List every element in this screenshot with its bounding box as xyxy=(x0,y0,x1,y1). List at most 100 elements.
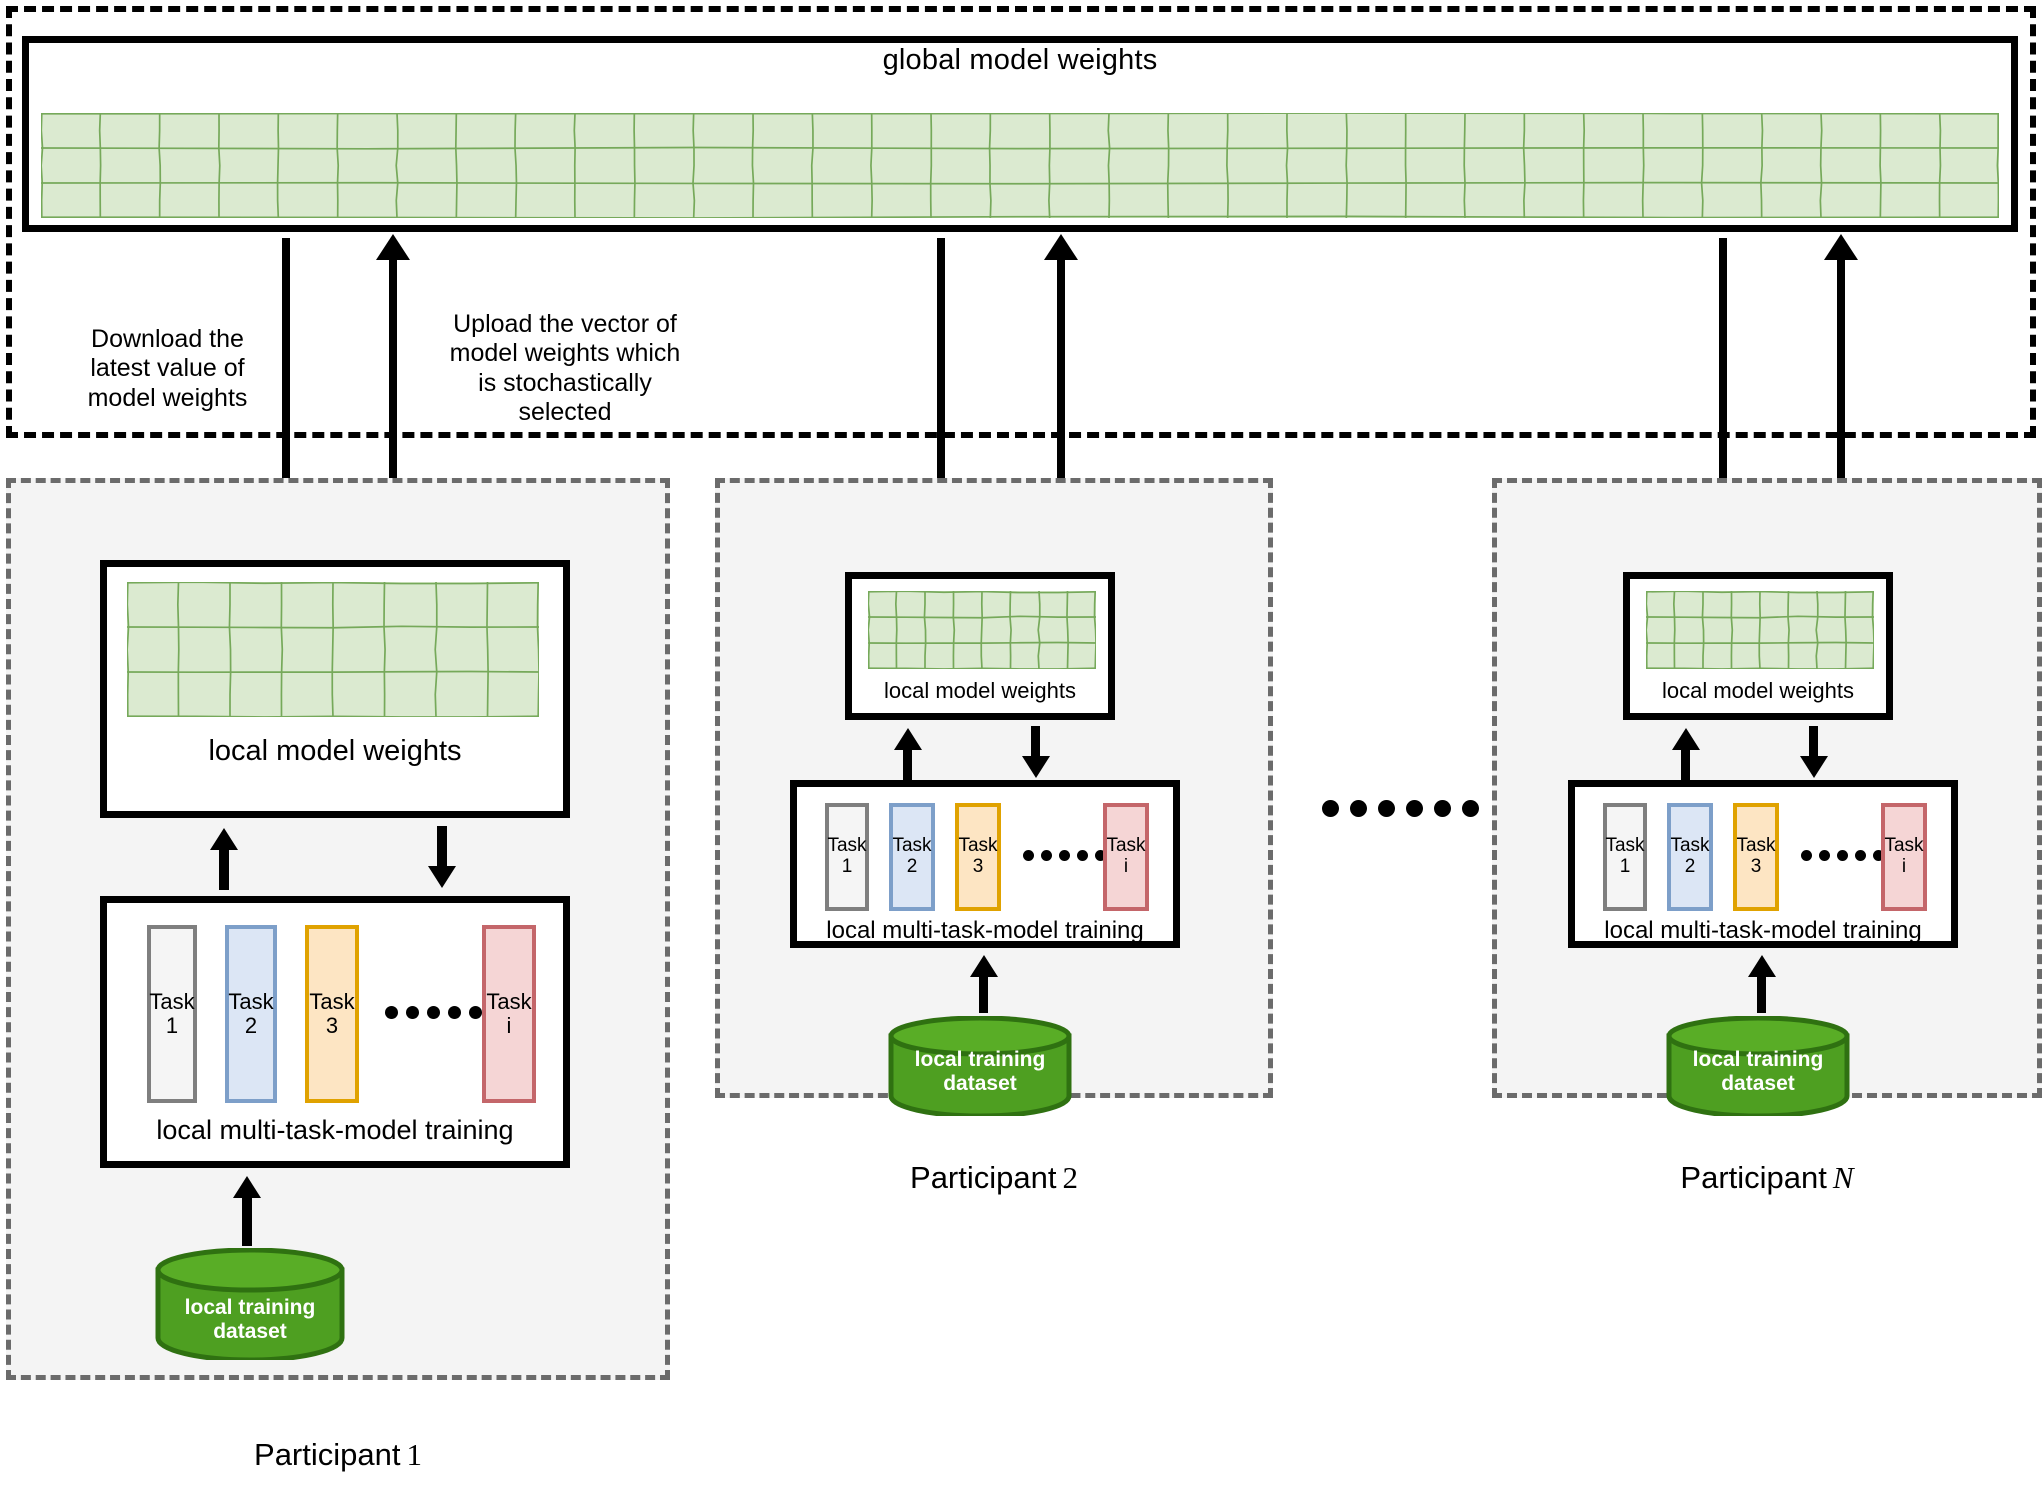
task-num-1-3: 3 xyxy=(325,1013,339,1038)
dataset-line-n xyxy=(1757,975,1766,1013)
local-training-label-2: local multi-task-model training xyxy=(826,917,1144,944)
dataset-arrowhead-n xyxy=(1748,955,1776,977)
task-name-1-2: Task xyxy=(228,989,274,1015)
upload-caption-line-2: model weights which xyxy=(449,339,681,368)
local-model-weights-label-2: local model weights xyxy=(884,678,1076,703)
local-training-label-1: local multi-task-model training xyxy=(156,1115,514,1145)
upload-arrowhead-pn xyxy=(1824,234,1858,260)
local-dataset-cylinder-2: local training dataset xyxy=(888,1015,1072,1119)
download-line-p2 xyxy=(937,238,945,506)
task-name-2-2: Task xyxy=(892,835,932,857)
local-model-weights-label-n: local model weights xyxy=(1662,678,1854,703)
weights-to-train-arrowhead-1 xyxy=(428,866,456,888)
participant-label-text-n: Participant xyxy=(1680,1160,1827,1195)
task-name-n-2: Task xyxy=(1670,835,1710,857)
weights-to-train-line-2 xyxy=(1031,726,1040,758)
weights-to-train-arrowhead-2 xyxy=(1022,756,1050,778)
local-training-label-n: local multi-task-model training xyxy=(1604,917,1922,944)
dataset-arrowhead-2 xyxy=(970,955,998,977)
download-line-p1 xyxy=(282,238,290,506)
task-num-n-2: 2 xyxy=(1684,856,1696,877)
local-model-weights-label-1: local model weights xyxy=(208,735,462,767)
task-name-2-1: Task xyxy=(827,835,867,857)
task-num-2-i: i xyxy=(1123,856,1129,877)
train-to-weights-line-n xyxy=(1681,748,1690,780)
weights-to-train-line-n xyxy=(1809,726,1818,758)
server-region xyxy=(6,6,2036,438)
participants-ellipsis xyxy=(1322,800,1479,817)
weights-to-train-line-1 xyxy=(437,826,447,868)
train-to-weights-arrowhead-1 xyxy=(210,828,238,850)
dataset-line-1 xyxy=(242,1196,252,1246)
weights-to-train-arrowhead-n xyxy=(1800,756,1828,778)
task-name-2-3: Task xyxy=(958,835,998,857)
upload-arrowhead-p1 xyxy=(376,234,410,260)
task-num-n-3: 3 xyxy=(1750,856,1762,877)
upload-caption-line-1: Upload the vector of xyxy=(453,310,677,338)
task-num-2-3: 3 xyxy=(972,856,984,877)
download-caption-line-3: model weights xyxy=(87,383,248,412)
download-caption-line-1: Download the xyxy=(91,325,244,353)
task-name-n-i: Task xyxy=(1884,835,1924,857)
download-caption: Download the latest value of model weigh… xyxy=(60,325,275,413)
upload-line-pn xyxy=(1837,258,1845,518)
task-name-2-i: Task xyxy=(1106,835,1146,857)
task-num-2-1: 1 xyxy=(841,856,853,877)
global-model-weights-title: global model weights xyxy=(882,44,1158,76)
task-name-n-1: Task xyxy=(1605,835,1645,857)
upload-line-p1 xyxy=(389,258,397,518)
participant-label-text-2: Participant xyxy=(910,1160,1057,1195)
local-dataset-cylinder-n: local training dataset xyxy=(1666,1015,1850,1119)
upload-arrowhead-p2 xyxy=(1044,234,1078,260)
task-name-1-1: Task xyxy=(149,989,195,1015)
dataset-arrowhead-1 xyxy=(233,1176,261,1198)
local-dataset-cylinder-1: local training dataset xyxy=(155,1247,345,1363)
participant-label-text-1: Participant xyxy=(254,1437,401,1472)
dataset-line-2 xyxy=(979,975,988,1013)
train-to-weights-line-1 xyxy=(219,848,229,890)
task-num-2-2: 2 xyxy=(906,856,918,877)
task-num-1-i: i xyxy=(506,1013,512,1038)
download-line-pn xyxy=(1719,238,1727,506)
task-name-1-3: Task xyxy=(309,989,355,1015)
local-model-weights-box-1: local model weights xyxy=(100,560,570,818)
task-num-1-2: 2 xyxy=(244,1013,258,1038)
upload-caption-line-4: selected xyxy=(518,397,612,426)
participant-index-1: 1 xyxy=(406,1437,422,1472)
upload-caption-line-3: is stochastically xyxy=(478,368,652,397)
global-weights-grid xyxy=(41,113,1999,218)
task-name-1-i: Task xyxy=(486,989,532,1015)
train-to-weights-arrowhead-n xyxy=(1672,728,1700,750)
upload-caption: Upload the vector of model weights which… xyxy=(420,310,710,427)
task-name-n-3: Task xyxy=(1736,835,1776,857)
participant-index-2: 2 xyxy=(1062,1160,1078,1195)
download-caption-line-2: latest value of xyxy=(90,354,245,383)
task-num-n-i: i xyxy=(1901,856,1907,877)
train-to-weights-line-2 xyxy=(903,748,912,780)
local-model-weights-box-2: local model weights xyxy=(845,572,1115,720)
task-num-n-1: 1 xyxy=(1619,856,1631,877)
local-model-weights-box-n: local model weights xyxy=(1623,572,1893,720)
train-to-weights-arrowhead-2 xyxy=(894,728,922,750)
participant-index-n: N xyxy=(1832,1160,1854,1195)
upload-line-p2 xyxy=(1057,258,1065,518)
